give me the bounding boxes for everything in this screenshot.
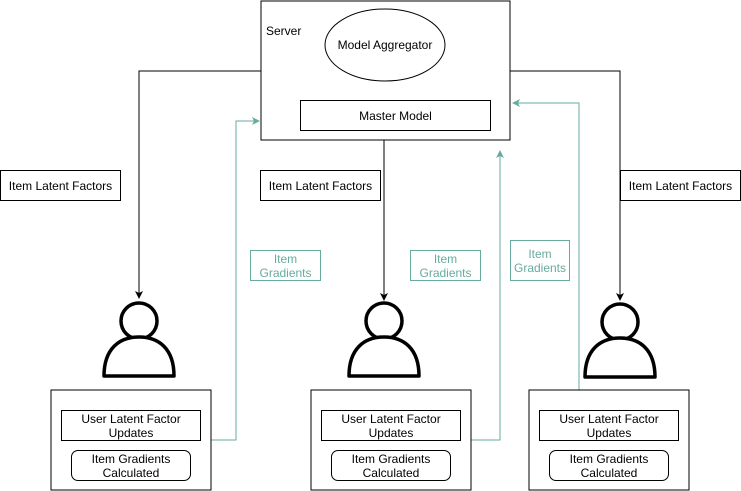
item-latent-factors-label-middle: Item Latent Factors bbox=[260, 170, 381, 201]
item-gradients-label-middle: Item Gradients bbox=[410, 250, 481, 281]
client-box-left bbox=[50, 389, 212, 491]
gradient-flow-middle bbox=[471, 150, 504, 441]
master-model-box: Master Model bbox=[300, 100, 491, 131]
client-box-right bbox=[528, 389, 690, 491]
arrow-server-to-user-left bbox=[135, 70, 261, 299]
model-aggregator-label: Model Aggregator bbox=[337, 38, 433, 52]
user-latent-factor-updates-box: User Latent Factor Updates bbox=[321, 410, 461, 441]
item-gradients-calculated-box: Item Gradients Calculated bbox=[549, 450, 669, 481]
item-gradients-calculated-box: Item Gradients Calculated bbox=[71, 450, 191, 481]
arrow-server-to-user-right bbox=[510, 70, 624, 301]
item-gradients-label-right: Item Gradients bbox=[510, 240, 570, 281]
model-aggregator-ellipse bbox=[324, 8, 446, 82]
client-box-middle bbox=[310, 389, 472, 491]
user-latent-factor-updates-box: User Latent Factor Updates bbox=[61, 410, 201, 441]
user-latent-factor-updates-box: User Latent Factor Updates bbox=[539, 410, 679, 441]
user-icon bbox=[102, 301, 176, 378]
user-icon bbox=[347, 301, 421, 378]
item-latent-factors-label-right: Item Latent Factors bbox=[620, 170, 741, 201]
item-latent-factors-label-left: Item Latent Factors bbox=[0, 170, 121, 201]
user-icon bbox=[583, 302, 657, 379]
gradient-flow-left bbox=[211, 117, 260, 441]
item-gradients-label-left: Item Gradients bbox=[250, 250, 321, 281]
server-title: Server bbox=[266, 24, 302, 38]
gradient-flow-right bbox=[512, 99, 580, 390]
item-gradients-calculated-box: Item Gradients Calculated bbox=[331, 450, 451, 481]
